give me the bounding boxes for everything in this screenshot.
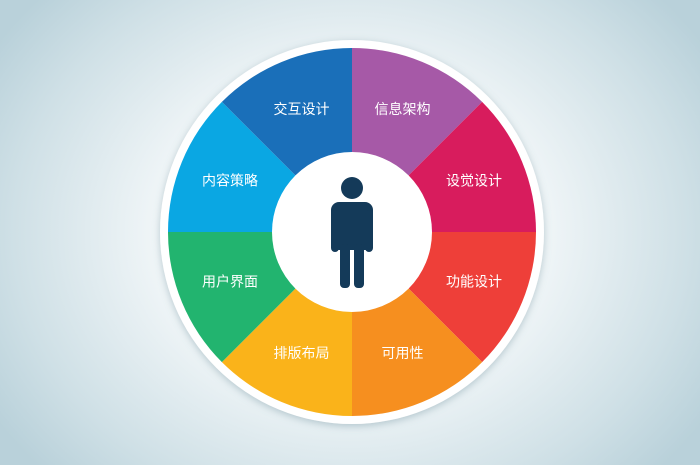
person-icon	[331, 177, 373, 288]
segment-label-layout: 排版布局	[274, 346, 330, 362]
segment-label-interaction: 交互设计	[274, 101, 330, 118]
segment-label-usability: 可用性	[382, 346, 424, 362]
segment-label-function: 功能设计	[446, 275, 502, 291]
segment-label-content: 内容策略	[202, 173, 258, 190]
segment-label-info-arch: 信息架构	[375, 101, 431, 118]
segment-label-ui: 用户界面	[202, 274, 258, 291]
segment-label-visual: 设觉设计	[446, 174, 502, 190]
